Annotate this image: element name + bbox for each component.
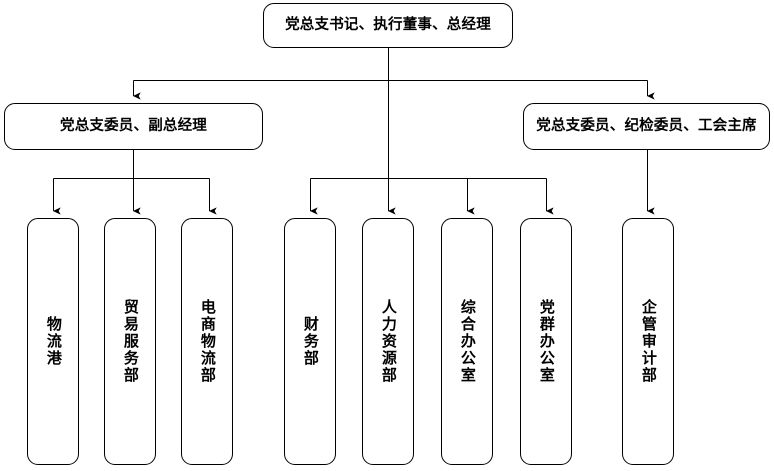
node-label: 综合办公室 [458,299,477,384]
node-party-mass-work-office[interactable]: 党群办公室 [520,218,572,465]
node-label: 人力资源部 [379,299,398,384]
node-party-member-discipline-union-chair[interactable]: 党总支委员、纪检委员、工会主席 [523,103,770,150]
node-label: 贸易服务部 [121,299,140,384]
node-party-member-deputy-gm[interactable]: 党总支委员、副总经理 [4,103,263,150]
node-human-resources-dept[interactable]: 人力资源部 [362,218,414,465]
node-label: 党群办公室 [537,299,556,384]
node-label: 党总支书记、执行董事、总经理 [285,16,491,33]
node-finance-dept[interactable]: 财务部 [284,218,336,465]
node-label: 物流港 [44,316,63,367]
node-label: 党总支委员、副总经理 [60,117,207,134]
node-trade-service-dept[interactable]: 贸易服务部 [104,218,156,465]
node-enterprise-management-audit-dept[interactable]: 企管审计部 [622,218,674,465]
node-label: 电商物流部 [198,299,217,384]
node-label: 财务部 [301,316,320,367]
node-ecommerce-logistics-dept[interactable]: 电商物流部 [181,218,233,465]
node-general-office[interactable]: 综合办公室 [441,218,493,465]
node-party-secretary-director-gm[interactable]: 党总支书记、执行董事、总经理 [263,3,513,48]
node-logistics-port[interactable]: 物流港 [27,218,79,465]
node-label: 党总支委员、纪检委员、工会主席 [536,117,757,134]
node-label: 企管审计部 [639,299,658,384]
